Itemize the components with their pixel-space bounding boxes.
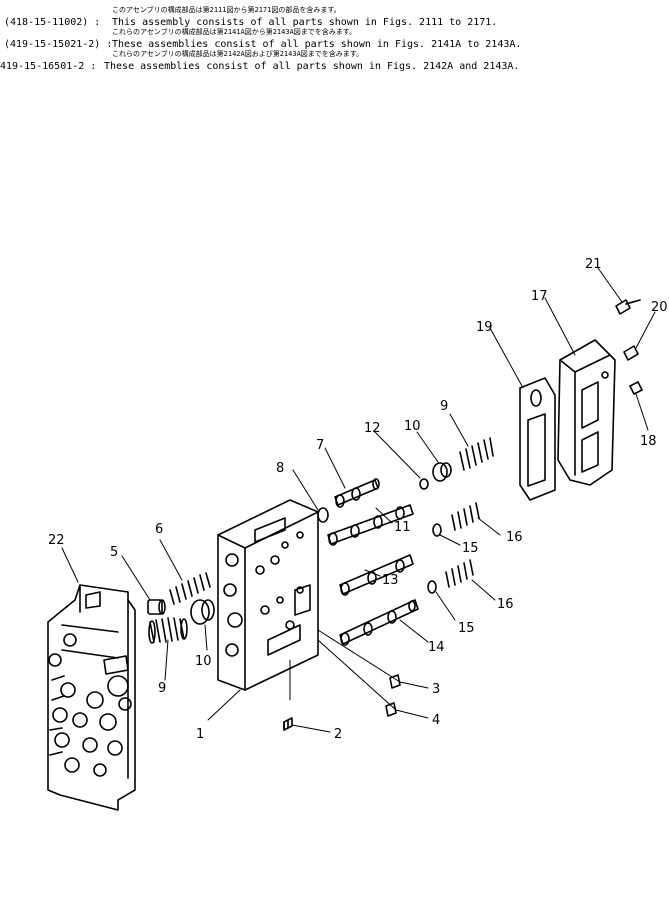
note-japanese-text: これらのアセンブリの構成部品は第2141A図から第2143A図までを含みます。	[112, 28, 357, 36]
note-3: これらのアセンブリの構成部品は第2142A図および第2143A図までを含みます。…	[0, 50, 669, 72]
part-15-washer-upper	[432, 523, 442, 537]
part-22-valve-assembly	[47, 584, 136, 811]
part-5-plug	[147, 599, 166, 615]
part-6-spring	[169, 572, 211, 605]
callout-19: 19	[476, 320, 493, 335]
assembly-part-number: 419-15-16501-2 :	[0, 61, 97, 72]
part-20-bolt	[623, 345, 639, 361]
callout-1: 1	[196, 727, 204, 742]
part-16-spring-upper	[451, 502, 480, 531]
part-13-spool	[339, 554, 414, 596]
callout-numbers: 22 5 6 9 10 1 2 3 4 8 7 11 13 14 12 10 9…	[48, 257, 668, 742]
callout-2: 2	[334, 727, 342, 742]
callout-13: 13	[382, 573, 399, 588]
part-10-retainer-lower	[190, 599, 215, 625]
callout-22: 22	[48, 533, 65, 548]
callout-12: 12	[364, 421, 381, 436]
part-16-spring-lower	[445, 559, 474, 588]
callout-10-upper: 10	[404, 419, 421, 434]
part-2-bolt	[283, 717, 293, 731]
callout-5: 5	[110, 545, 118, 560]
callout-16-upper: 16	[506, 530, 523, 545]
callout-8: 8	[276, 461, 284, 476]
part-3-plug	[389, 674, 401, 689]
note-japanese-text: これらのアセンブリの構成部品は第2142A図および第2143A図までを含みます。	[112, 50, 364, 58]
note-english-text: This assembly consists of all parts show…	[112, 17, 498, 28]
note-1: このアセンブリの構成部品は第2111図から第2171図の部品を含みます。 (41…	[0, 6, 669, 28]
callout-9-upper: 9	[440, 399, 448, 414]
callout-7: 7	[316, 438, 324, 453]
note-2: これらのアセンブリの構成部品は第2141A図から第2143A図までを含みます。 …	[0, 28, 669, 50]
callout-21: 21	[585, 257, 602, 272]
part-8-o-ring	[317, 507, 329, 523]
part-4-plug	[385, 702, 397, 717]
assembly-part-number: (418-15-11002) :	[4, 17, 101, 28]
assembly-part-number: (419-15-15021-2) :	[4, 39, 113, 50]
callout-17: 17	[531, 289, 548, 304]
callout-16-lower: 16	[497, 597, 514, 612]
callout-11: 11	[394, 520, 411, 535]
callout-15-upper: 15	[462, 541, 479, 556]
part-7-spool	[334, 478, 380, 508]
part-14-spool	[339, 599, 419, 646]
note-english-text: These assemblies consist of all parts sh…	[112, 39, 522, 50]
callout-10-lower: 10	[195, 654, 212, 669]
callout-4: 4	[432, 713, 440, 728]
callout-3: 3	[432, 682, 440, 697]
callout-20: 20	[651, 300, 668, 315]
part-9-spring-lower	[148, 617, 188, 644]
part-19-gasket	[519, 377, 556, 501]
callout-6: 6	[155, 522, 163, 537]
part-10-retainer-upper	[432, 462, 452, 482]
part-21-bolt	[615, 299, 641, 315]
callout-15-lower: 15	[458, 621, 475, 636]
callout-9-lower: 9	[158, 681, 166, 696]
part-9-spring-upper	[459, 437, 494, 471]
part-12-plug	[419, 478, 429, 490]
part-11-spool	[327, 504, 414, 546]
note-english-text: These assemblies consist of all parts sh…	[104, 61, 520, 72]
part-15-washer-lower	[427, 580, 437, 594]
callout-18: 18	[640, 434, 657, 449]
assembly-notes: このアセンブリの構成部品は第2111図から第2171図の部品を含みます。 (41…	[0, 6, 669, 72]
part-1-valve-body	[217, 499, 319, 691]
leader-lines	[61, 267, 656, 733]
part-17-cover	[557, 339, 616, 486]
note-japanese-text: このアセンブリの構成部品は第2111図から第2171図の部品を含みます。	[112, 6, 341, 14]
part-18-nut	[629, 381, 643, 395]
callout-14: 14	[428, 640, 445, 655]
